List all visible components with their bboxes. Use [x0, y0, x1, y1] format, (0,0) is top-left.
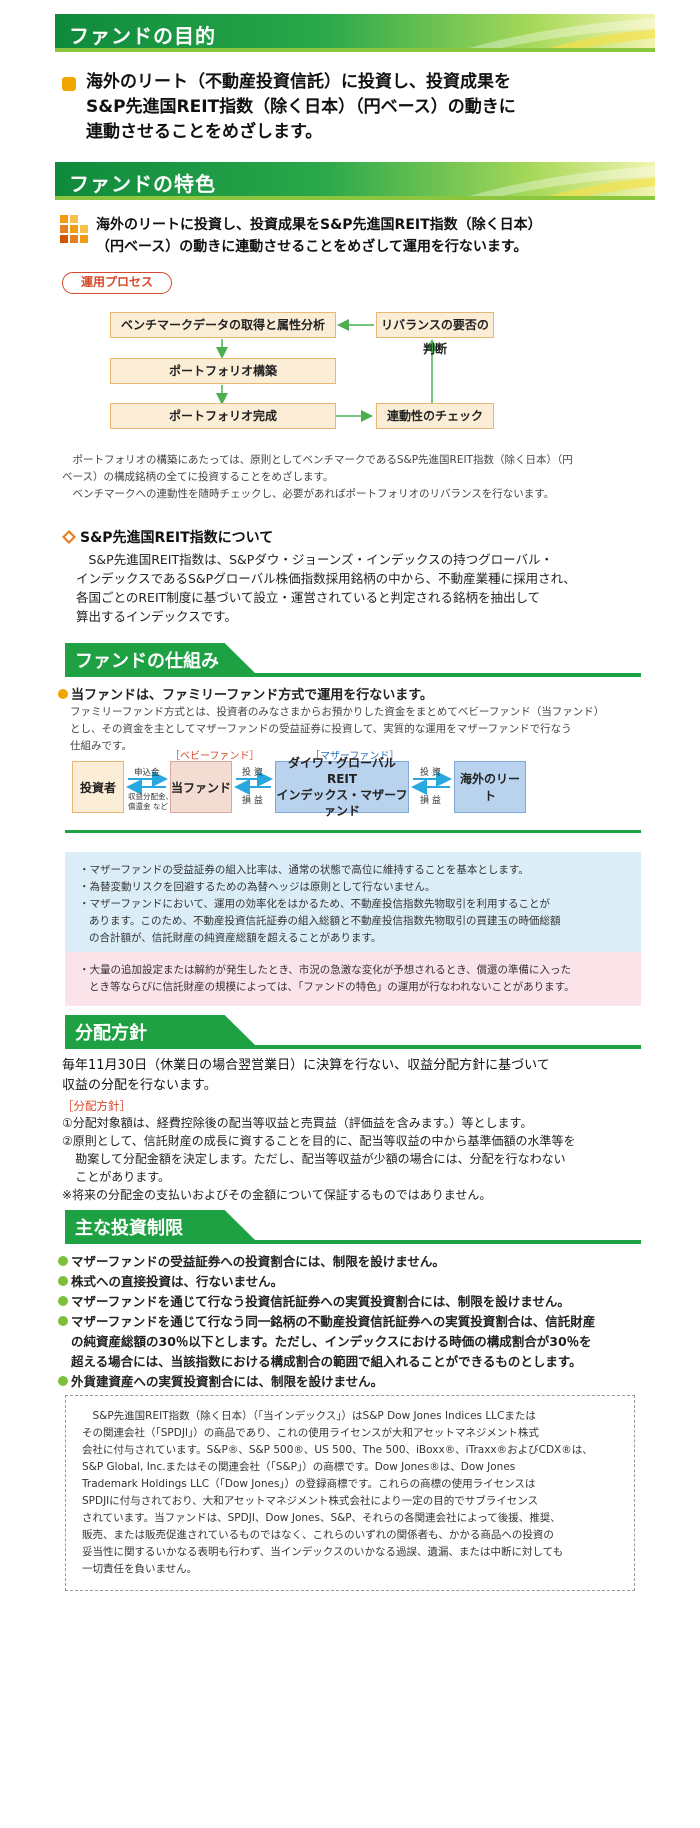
list-item: マザーファンドを通じて行なう投資信託証券への実質投資割合には、制限を設けません。: [58, 1292, 658, 1312]
bullet-icon: [58, 1256, 68, 1266]
reit-box: 海外のリート: [454, 761, 526, 813]
process-label: 運用プロセス: [62, 272, 172, 294]
flow-rebalance: リバランスの要否の判断: [376, 312, 494, 356]
distribution-header: 分配方針: [65, 1015, 641, 1049]
flow-build: ポートフォリオ構築: [110, 358, 336, 384]
diamond-icon: [62, 530, 76, 544]
features-header: ファンドの特色: [55, 162, 655, 200]
structure-header: ファンドの仕組み: [65, 643, 641, 677]
bullet-icon: [58, 1276, 68, 1286]
notes-pink: ・大量の追加設定または解約が発生したとき、市況の急激な変化が予想されるとき、償還…: [65, 952, 641, 1006]
invest-label-2: 投 資: [420, 768, 441, 778]
section-divider: [65, 830, 641, 833]
purpose-title: ファンドの目的: [69, 24, 216, 48]
limits-header: 主な投資制限: [65, 1210, 641, 1244]
structure-lead: 当ファンドは、ファミリーファンド方式で運用を行ないます。: [58, 686, 433, 706]
bullet-icon: [58, 1316, 68, 1326]
payout-label: 収益分配金、 償還金 など: [128, 792, 173, 811]
list-item: 外貨建資産への実質投資割合には、制限を設けません。: [58, 1372, 658, 1392]
baby-fund-label: ［ベビーファンド］: [170, 751, 260, 762]
grid-icon: [60, 215, 88, 243]
structure-title: ファンドの仕組み: [75, 651, 219, 672]
index-title: S&P先進国REIT指数について: [80, 530, 274, 546]
notes-blue: ・マザーファンドの受益証券の組入比率は、通常の状態で高位に維持することを基本とし…: [65, 852, 641, 957]
list-item: 株式への直接投資は、行ないません。: [58, 1272, 658, 1292]
purpose-text: 海外のリート（不動産投資信託）に投資し、投資成果を S&P先進国REIT指数（除…: [86, 72, 516, 142]
limits-title: 主な投資制限: [75, 1218, 183, 1239]
flow-complete: ポートフォリオ完成: [110, 403, 336, 429]
distribution-policy-label: ［分配方針］: [62, 1099, 131, 1113]
mother-fund-box: ダイワ・グローバルREIT インデックス・マザーファンド: [275, 756, 409, 818]
index-disclaimer: S&P先進国REIT指数（除く日本）（「当インデックス」）はS&P Dow Jo…: [65, 1395, 635, 1591]
features-title: ファンドの特色: [69, 172, 216, 196]
flow-benchmark: ベンチマークデータの取得と属性分析: [110, 312, 336, 338]
mother-fund-label: ［マザーファンド］: [310, 751, 400, 762]
list-item: マザーファンドの受益証券への投資割合には、制限を設けません。: [58, 1252, 658, 1272]
investor-box: 投資者: [72, 761, 124, 813]
header-decoration: [468, 18, 655, 48]
document-icon: [62, 77, 76, 91]
structure-description: ファミリーファンド方式とは、投資者のみなさまからお預かりした資金をまとめてベビー…: [70, 706, 605, 752]
profit-label-2: 損 益: [420, 796, 441, 806]
bullet-icon: [58, 1296, 68, 1306]
process-flow-arrows: [216, 319, 438, 422]
limits-list: マザーファンドの受益証券への投資割合には、制限を設けません。 株式への直接投資は…: [58, 1252, 658, 1392]
list-item: マザーファンドを通じて行なう同一銘柄の不動産投資信託証券への実質投資割合は、信託…: [58, 1312, 658, 1332]
features-lead: 海外のリートに投資し、投資成果をS&P先進国REIT指数（除く日本） （円ベース…: [96, 217, 542, 255]
bullet-icon: [58, 689, 68, 699]
index-description: S&P先進国REIT指数は、S&Pダウ・ジョーンズ・インデックスの持つグローバル…: [76, 552, 576, 624]
fund-box: 当ファンド: [170, 761, 232, 813]
header-decoration: [468, 166, 655, 196]
bullet-icon: [58, 1376, 68, 1386]
purpose-header: ファンドの目的: [55, 14, 655, 52]
distribution-lead: 毎年11月30日（休業日の場合翌営業日）に決算を行ない、収益分配方針に基づいて …: [62, 1058, 550, 1093]
profit-label-1: 損 益: [242, 796, 263, 806]
invest-label-1: 投 資: [242, 768, 263, 778]
scheme-arrows: [126, 771, 452, 795]
process-note: ポートフォリオの構築にあたっては、原則としてベンチマークであるS&P先進国REI…: [62, 454, 573, 500]
distribution-policy: ①分配対象額は、経費控除後の配当等収益と売買益（評価益を含みます。）等とします。…: [62, 1116, 576, 1202]
apply-label: 申込金: [134, 768, 160, 778]
distribution-title: 分配方針: [75, 1023, 147, 1044]
flow-check: 連動性のチェック: [376, 403, 494, 429]
